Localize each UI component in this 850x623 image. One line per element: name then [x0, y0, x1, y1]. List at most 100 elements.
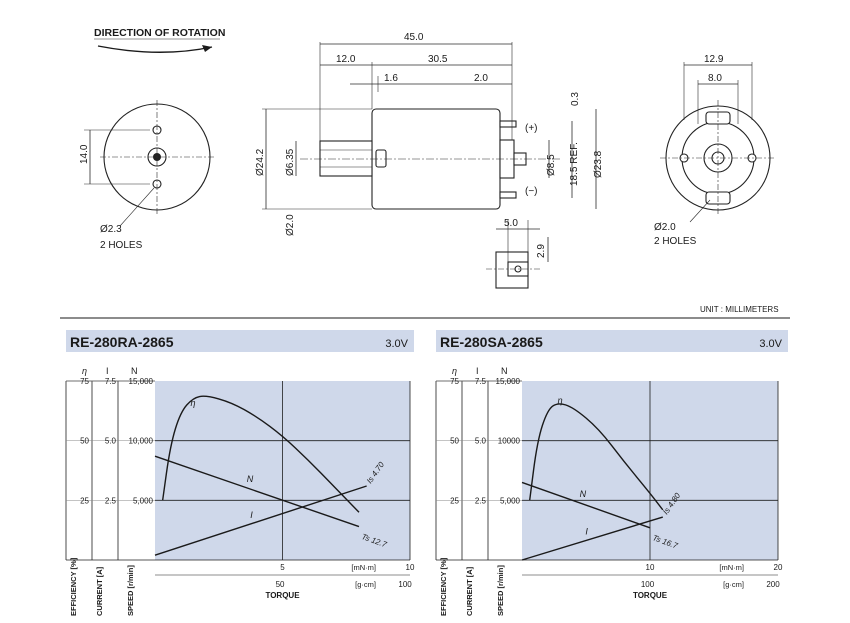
front-hole-dia: Ø2.3 [100, 224, 122, 235]
tick-x-mnm: 10 [406, 563, 415, 572]
series-eff [161, 395, 360, 513]
y-label-speed: SPEED [r/min] [496, 565, 505, 616]
side-boss-dia: Ø8.5 [546, 154, 557, 176]
tick-x-mnm: 20 [774, 563, 783, 572]
tick-x-mnm: 5 [280, 563, 285, 572]
col-i-label: I [476, 366, 479, 376]
units-label: UNIT : MILLIMETERS [700, 305, 779, 314]
side-len-b: 30.5 [428, 54, 448, 65]
series-current [521, 516, 664, 561]
series-label: I [585, 527, 588, 537]
x-axis-label: TORQUE [633, 591, 668, 600]
y-label-eff: EFFICIENCY [%] [69, 557, 78, 616]
col-n-label: N [131, 366, 138, 376]
series-label: η [191, 398, 196, 408]
side-can-dia: Ø23.8 [593, 150, 604, 178]
front-view: 14.0 Ø2.3 2 HOLES [79, 100, 214, 251]
side-shaft-small: Ø2.0 [285, 214, 296, 236]
terminal-width: 5.0 [504, 218, 518, 229]
side-len-a: 12.0 [336, 54, 356, 65]
technical-drawing: DIRECTION OF ROTATION 14.0 Ø2.3 2 HOLES [60, 27, 790, 319]
tick-x-gcm: 200 [766, 580, 780, 589]
series-label: N [247, 474, 254, 484]
y-label-speed: SPEED [r/min] [126, 565, 135, 616]
tick-speed: 10,000 [129, 437, 154, 446]
rotation-label: DIRECTION OF ROTATION [94, 27, 225, 39]
side-len-d: 2.0 [474, 73, 488, 84]
x-unit-gcm: [g·cm] [723, 580, 744, 589]
tick-speed: 10000 [498, 437, 521, 446]
chart-title: RE-280RA-2865 [70, 334, 174, 350]
x-unit-mnm: [mN·m] [719, 563, 744, 572]
rear-hole-leader [689, 199, 711, 223]
side-ref-dim: 18.5 REF. [569, 142, 580, 186]
front-hole-note: 2 HOLES [100, 240, 143, 251]
side-minus-label: (−) [525, 186, 538, 197]
x-axis-label: TORQUE [265, 591, 300, 600]
chart-voltage: 3.0V [385, 338, 408, 350]
tick-current: 2.5 [105, 496, 117, 505]
tick-speed: 5,000 [500, 496, 521, 505]
series-speed [521, 481, 651, 529]
side-len-c: 1.6 [384, 73, 398, 84]
terminal-height: 2.9 [536, 244, 547, 258]
rear-inner: 8.0 [708, 73, 722, 84]
side-washer [375, 149, 387, 168]
side-plus-label: (+) [525, 123, 538, 134]
series-current [154, 485, 367, 556]
tick-x-gcm: 100 [641, 580, 655, 589]
col-n-label: N [501, 366, 508, 376]
side-terminal-minus [499, 191, 517, 199]
series-speed [154, 455, 360, 528]
y-label-current: CURRENT [A] [465, 566, 474, 616]
chart-voltage: 3.0V [759, 338, 782, 350]
tick-current: 5.0 [105, 437, 117, 446]
chart-header-band [436, 330, 788, 352]
side-view: (+) (−) 45.0 12.0 30.5 1.6 2.0 0.3 Ø24.2… [255, 32, 604, 236]
chart-header-band [66, 330, 414, 352]
tick-x-gcm: 100 [398, 580, 412, 589]
col-eta-label: η [452, 366, 457, 376]
side-terminal-plus [499, 120, 517, 128]
series-label: I [250, 510, 253, 520]
y-label-current: CURRENT [A] [95, 566, 104, 616]
chart-title: RE-280SA-2865 [440, 334, 543, 350]
front-hole-leader [119, 187, 155, 227]
tick-eff: 75 [450, 377, 459, 386]
rotation-arrowhead-icon [202, 45, 212, 52]
tick-speed: 5,000 [133, 496, 154, 505]
tick-speed: 15,000 [129, 377, 154, 386]
tick-speed: 15,000 [496, 377, 521, 386]
rear-hole-dia: Ø2.0 [654, 222, 676, 233]
tick-eff: 25 [80, 496, 89, 505]
series-label: N [580, 489, 587, 499]
tick-eff: 50 [80, 437, 89, 446]
front-dim-height: 14.0 [79, 144, 90, 164]
tick-eff: 50 [450, 437, 459, 446]
x-unit-mnm: [mN·m] [351, 563, 376, 572]
tick-current: 7.5 [105, 377, 117, 386]
tick-eff: 75 [80, 377, 89, 386]
col-i-label: I [106, 366, 109, 376]
rotation-arrow-icon [97, 45, 213, 53]
side-shaft-dia: Ø6.35 [285, 148, 296, 176]
y-label-eff: EFFICIENCY [%] [439, 557, 448, 616]
side-len-total: 45.0 [404, 32, 424, 43]
tick-current: 7.5 [475, 377, 487, 386]
terminal-detail: 5.0 2.9 [486, 218, 549, 289]
series-eff [528, 403, 664, 511]
tick-current: 2.5 [475, 496, 487, 505]
tick-eff: 25 [450, 496, 459, 505]
rear-hole-note: 2 HOLES [654, 236, 697, 247]
tick-x-mnm: 10 [646, 563, 655, 572]
tick-x-gcm: 50 [276, 580, 285, 589]
col-eta-label: η [82, 366, 87, 376]
series-label: η [558, 396, 563, 406]
side-top-gap: 0.3 [570, 92, 581, 106]
tick-current: 5.0 [475, 437, 487, 446]
side-body-dia: Ø24.2 [255, 148, 266, 176]
